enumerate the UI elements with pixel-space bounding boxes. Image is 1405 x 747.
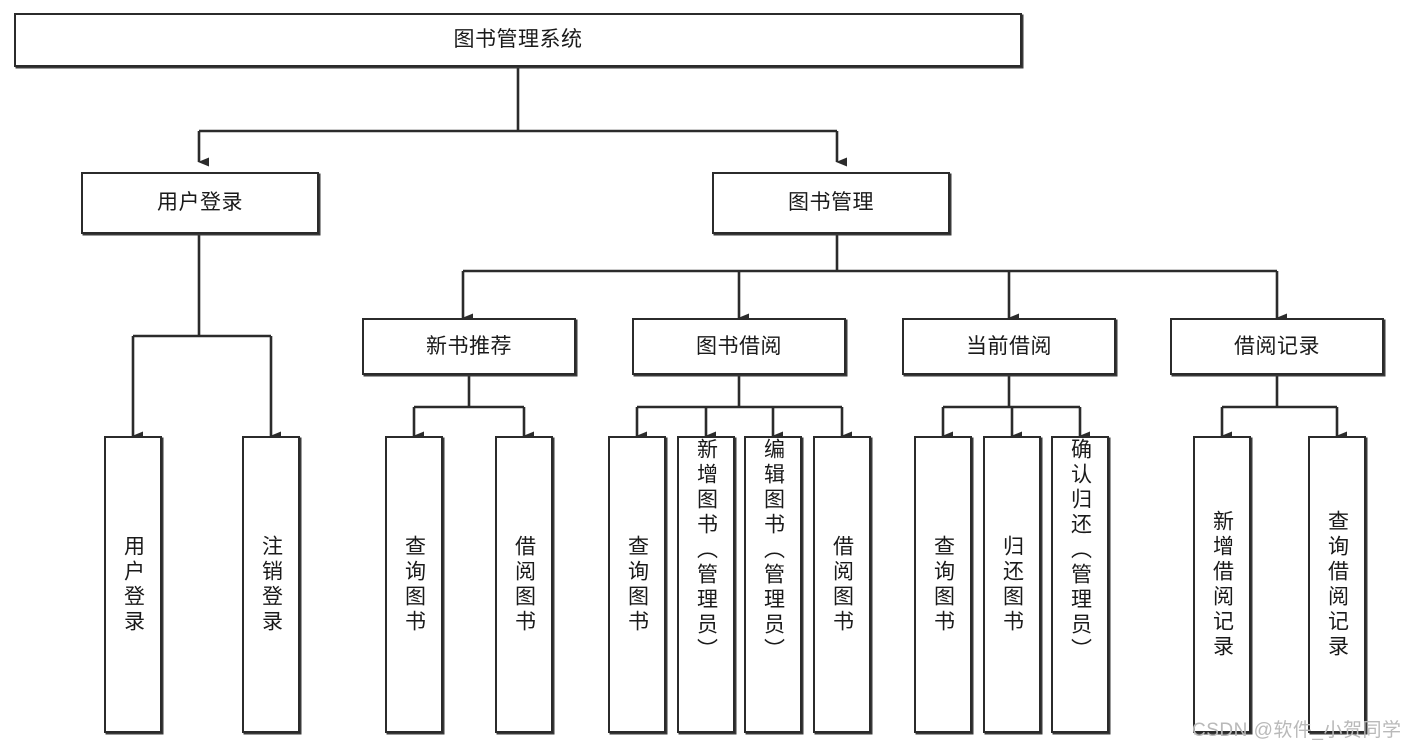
node-label: 图书管理 (788, 191, 874, 215)
node-leaf-borrow-book-recommend[interactable]: 借阅图书 (495, 436, 553, 733)
node-leaf-add-borrow-record[interactable]: 新增借阅记录 (1193, 436, 1251, 733)
node-leaf-edit-book-admin[interactable]: 编辑图书（管理员） (744, 436, 802, 733)
node-label: 新书推荐 (426, 334, 512, 358)
node-leaf-confirm-return-admin[interactable]: 确认归还（管理员） (1051, 436, 1109, 733)
node-borrow-record[interactable]: 借阅记录 (1170, 318, 1384, 375)
node-user-login[interactable]: 用户登录 (81, 172, 319, 234)
node-book-management[interactable]: 图书管理 (712, 172, 950, 234)
node-leaf-add-book-admin[interactable]: 新增图书（管理员） (677, 436, 735, 733)
node-label: 查询借阅记录 (1325, 509, 1349, 660)
node-label: 查询图书 (625, 534, 649, 635)
node-leaf-user-login[interactable]: 用户登录 (104, 436, 162, 733)
node-root-library-system[interactable]: 图书管理系统 (14, 13, 1022, 67)
node-leaf-query-borrow-record[interactable]: 查询借阅记录 (1308, 436, 1366, 733)
node-leaf-query-book-recommend[interactable]: 查询图书 (385, 436, 443, 733)
node-label: 借阅图书 (830, 534, 854, 635)
node-label: 查询图书 (402, 534, 426, 635)
node-leaf-query-book-borrow[interactable]: 查询图书 (608, 436, 666, 733)
node-label: 借阅图书 (512, 534, 536, 635)
node-label: 图书借阅 (696, 334, 782, 358)
node-new-book-recommend[interactable]: 新书推荐 (362, 318, 576, 375)
node-label: 用户登录 (157, 191, 243, 215)
node-label: 当前借阅 (966, 334, 1052, 358)
node-leaf-query-book-current[interactable]: 查询图书 (914, 436, 972, 733)
node-label: 查询图书 (931, 534, 955, 635)
node-label: 图书管理系统 (453, 28, 583, 52)
node-label: 编辑图书（管理员） (761, 438, 785, 663)
node-leaf-borrow-book[interactable]: 借阅图书 (813, 436, 871, 733)
node-leaf-return-book[interactable]: 归还图书 (983, 436, 1041, 733)
node-label: 确认归还（管理员） (1068, 438, 1092, 663)
node-label: 归还图书 (1000, 534, 1024, 635)
node-leaf-logout[interactable]: 注销登录 (242, 436, 300, 733)
node-book-borrow[interactable]: 图书借阅 (632, 318, 846, 375)
node-label: 借阅记录 (1234, 334, 1320, 358)
node-label: 注销登录 (259, 534, 283, 635)
node-label: 新增借阅记录 (1210, 509, 1234, 660)
node-label: 用户登录 (121, 534, 145, 635)
node-current-borrow[interactable]: 当前借阅 (902, 318, 1116, 375)
node-label: 新增图书（管理员） (694, 438, 718, 663)
